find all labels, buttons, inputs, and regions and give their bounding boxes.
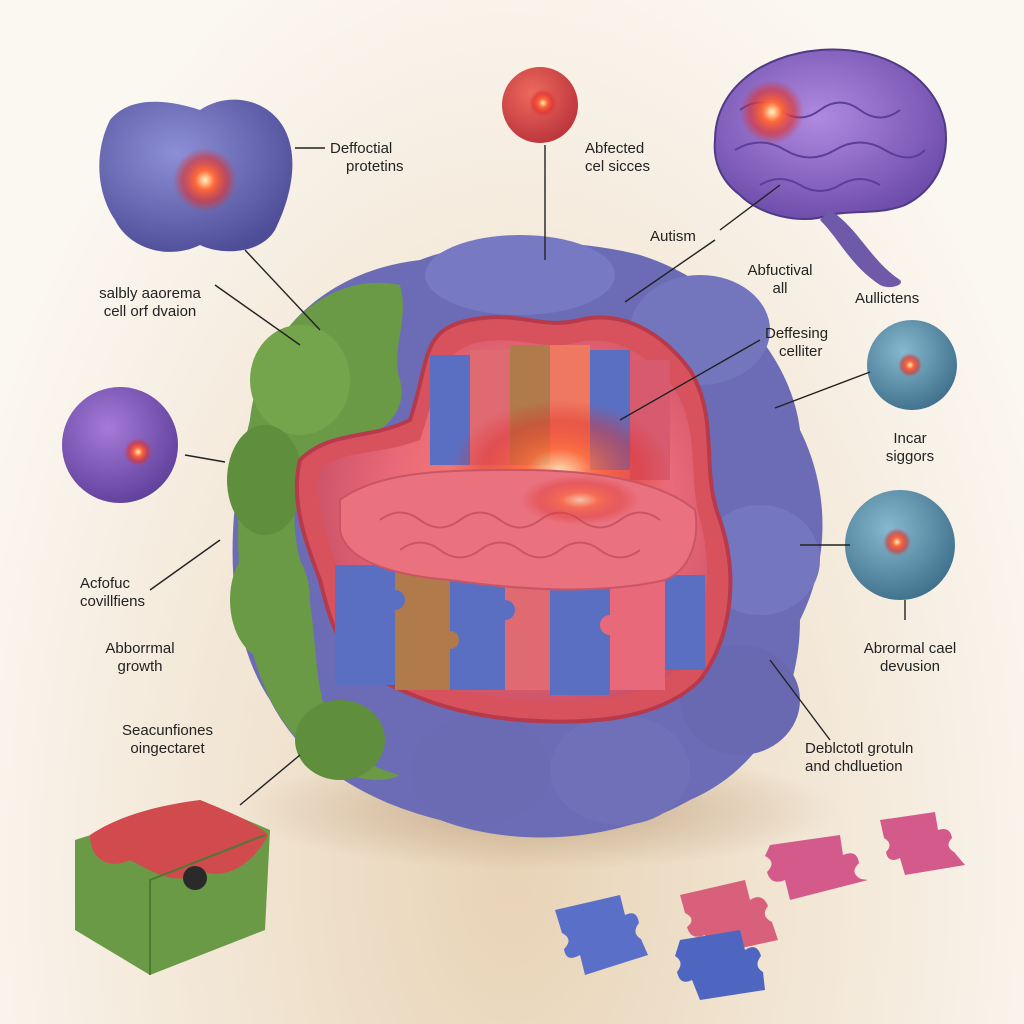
cell-lobe-green: [250, 325, 350, 435]
cell-lobe: [680, 645, 800, 755]
label-defected-protein: Deblctotl grotuln and chdluetion: [805, 740, 914, 775]
label-abnormal-cell-devision: Abrormal cael devusion: [863, 640, 957, 675]
loose-puzzle-pieces: [555, 812, 965, 1000]
label-abnormal-growth: Abborrmal growth: [105, 640, 175, 675]
left-violet-cell: [62, 387, 178, 503]
main-cell: [227, 235, 823, 838]
label-slightly-abnormal: salbly aaorema cell orf dvaion: [99, 285, 201, 320]
label-defective-proteins: Deffoctial protetins: [330, 140, 404, 175]
puzzle-floor-seams: [379, 511, 661, 529]
teal-cell-lower: [845, 490, 955, 600]
floor-glow: [520, 475, 640, 525]
label-aullictens: Aullictens: [855, 290, 920, 307]
green-red-block: [75, 800, 270, 975]
defective-protein-cluster: [99, 99, 293, 252]
label-abfunctival-all: Abfuctival all: [747, 262, 813, 297]
label-incar-siggors: Incar siggors: [885, 430, 935, 465]
affected-cell-red: [502, 67, 578, 143]
cell-lobe-green: [230, 540, 310, 660]
cell-lobe: [410, 715, 550, 825]
cell-lobe: [425, 235, 615, 315]
label-acfofuc-conditions: Acfofuc covillfiens: [80, 575, 146, 610]
cell-lobe-green: [295, 700, 385, 780]
label-defecting-cell: Deffesing celliter: [765, 325, 829, 360]
puzzle-floor-seams: [399, 541, 641, 559]
brain-illustration: [713, 48, 947, 288]
cell-lobe-green: [227, 425, 303, 535]
label-autism: Autism: [650, 228, 696, 245]
puzzle-floor: [339, 468, 698, 591]
connector-lines: [149, 145, 906, 806]
teal-cell-upper: [867, 320, 957, 410]
label-seacunfionees: Seacunfiones oingectaret: [122, 722, 213, 757]
label-affected-cell-sites: Abfected cel sicces: [585, 140, 651, 175]
cell-lobe: [550, 715, 690, 825]
